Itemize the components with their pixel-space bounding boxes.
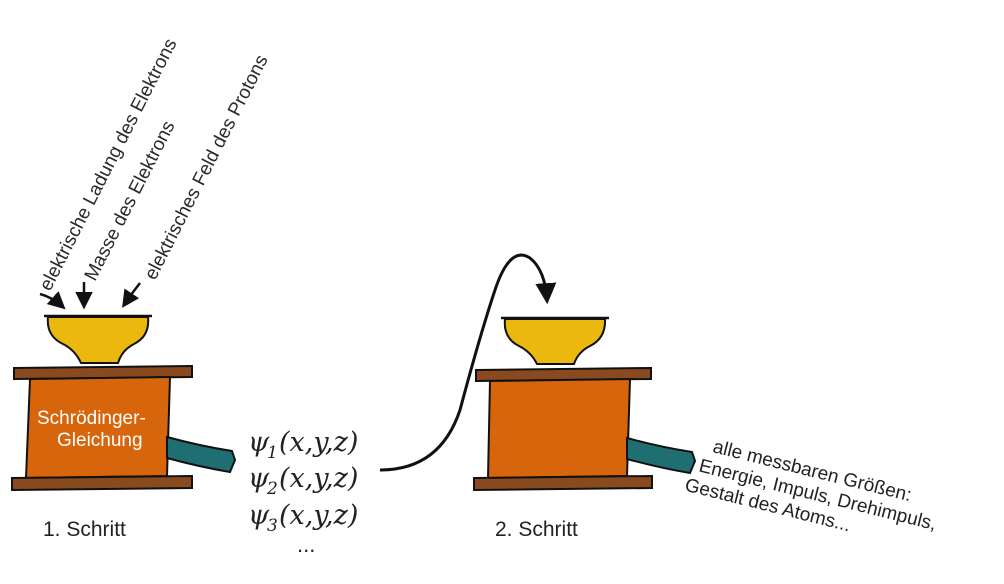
machine-1-funnel bbox=[46, 316, 150, 364]
svg-text:ψ: ψ bbox=[248, 463, 270, 494]
input-label-field: elektrisches Feld des Protons bbox=[141, 52, 273, 284]
machine-1-bottom-plate bbox=[11, 474, 193, 492]
svg-text:3: 3 bbox=[267, 516, 278, 536]
wavefunction-psi-2: ψ 2 (x,y,z) bbox=[248, 463, 358, 499]
machine-1-top-plate bbox=[13, 364, 193, 381]
machine-2-chute bbox=[626, 436, 697, 475]
svg-text:ψ: ψ bbox=[248, 500, 270, 531]
machine-2 bbox=[473, 316, 697, 492]
machine-1-chute bbox=[166, 435, 237, 474]
step-2-label: 2. Schritt bbox=[495, 518, 578, 541]
svg-text:(x,y,z): (x,y,z) bbox=[279, 463, 358, 494]
svg-text:1: 1 bbox=[267, 443, 278, 463]
svg-text:(x,y,z): (x,y,z) bbox=[279, 500, 358, 531]
input-arrow-charge bbox=[39, 291, 66, 310]
machine-2-funnel bbox=[503, 318, 607, 365]
svg-text:(x,y,z): (x,y,z) bbox=[279, 427, 358, 458]
wavefunction-ellipsis: ... bbox=[297, 532, 315, 557]
machine-1-label-line2: Gleichung bbox=[57, 430, 143, 451]
wavefunction-psi-3: ψ 3 (x,y,z) bbox=[248, 500, 358, 536]
machine-1: Schrödinger- Gleichung bbox=[11, 314, 237, 492]
output-text: alle messbaren Größen: Energie, Impuls, … bbox=[683, 436, 939, 536]
wavefunction-psi-1: ψ 1 (x,y,z) bbox=[248, 427, 358, 463]
step-1-label: 1. Schritt bbox=[43, 518, 126, 541]
svg-text:2: 2 bbox=[266, 479, 278, 499]
svg-text:ψ: ψ bbox=[248, 427, 270, 458]
machine-2-body bbox=[486, 377, 632, 480]
machine-2-bottom-plate bbox=[473, 474, 653, 492]
machine-2-top-plate bbox=[475, 366, 652, 383]
transfer-arrow bbox=[379, 253, 557, 472]
input-arrow-field bbox=[122, 282, 141, 308]
machine-1-label-line1: Schrödinger- bbox=[37, 408, 146, 429]
